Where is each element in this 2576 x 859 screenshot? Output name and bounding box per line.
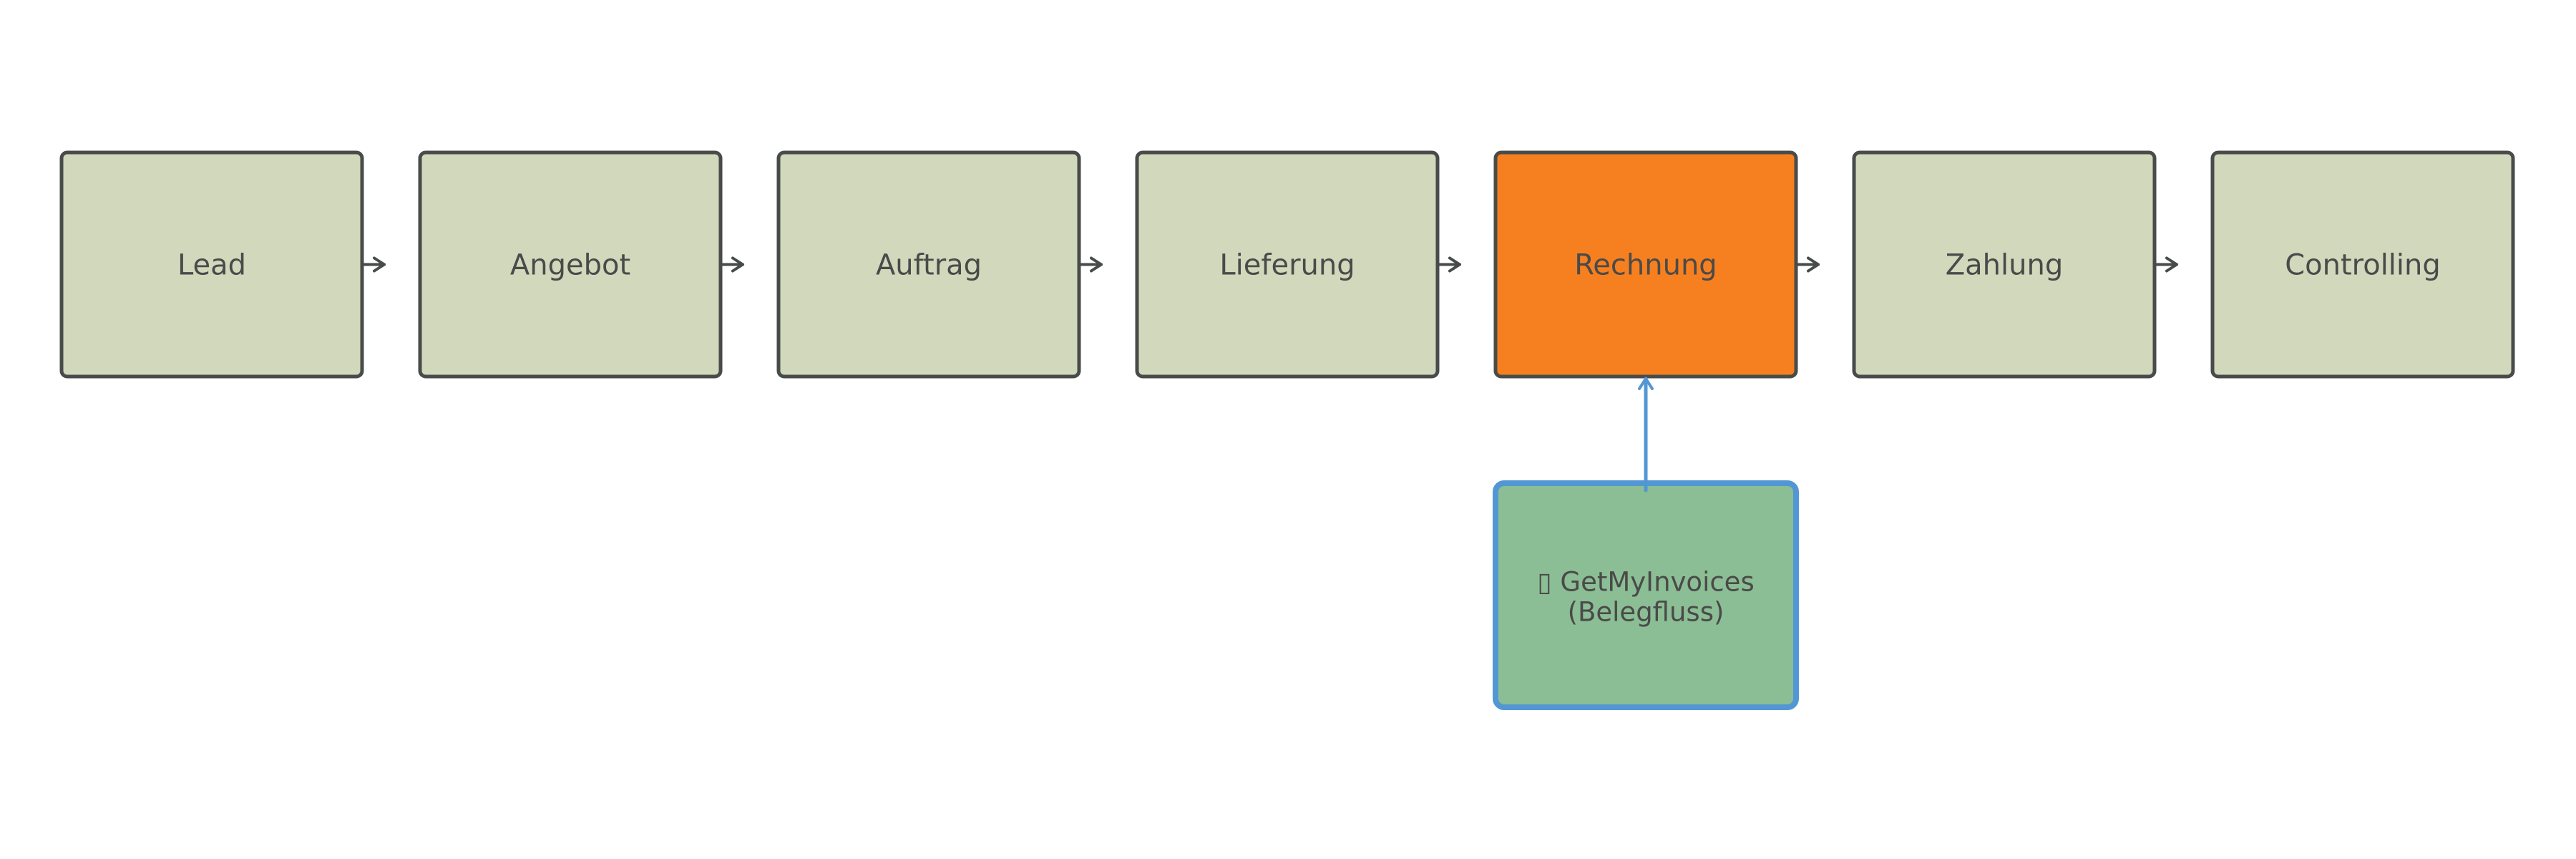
step-lead[interactable]: Lead bbox=[59, 150, 364, 379]
step-box bbox=[418, 150, 723, 379]
step-box bbox=[2210, 150, 2515, 379]
step-label: Lieferung bbox=[1219, 249, 1355, 282]
step-zahlung[interactable]: Zahlung bbox=[1852, 150, 2157, 379]
step-auftrag[interactable]: Auftrag bbox=[776, 150, 1081, 379]
process-steps: Lead Angebot Auftrag Lieferung Rechnung Zahlu… bbox=[59, 150, 2515, 379]
step-label: Auftrag bbox=[876, 249, 982, 282]
step-box bbox=[1135, 150, 1440, 379]
integration-label-line1: ▯ GetMyInvoices bbox=[1537, 567, 1754, 598]
integration-connector bbox=[1638, 377, 1654, 492]
step-box bbox=[776, 150, 1081, 379]
integration-name: GetMyInvoices bbox=[1560, 567, 1754, 598]
connector-arrow bbox=[721, 256, 744, 273]
step-lieferung[interactable]: Lieferung bbox=[1135, 150, 1440, 379]
step-box bbox=[1852, 150, 2157, 379]
step-label: Lead bbox=[177, 249, 246, 282]
step-rechnung[interactable]: Rechnung bbox=[1493, 150, 1798, 379]
step-label: Controlling bbox=[2285, 249, 2441, 282]
step-label: Zahlung bbox=[1946, 249, 2063, 282]
connector-arrow bbox=[363, 256, 386, 273]
arrow-head-icon bbox=[1448, 256, 1461, 273]
step-box bbox=[59, 150, 364, 379]
integration-group: ▯ GetMyInvoices(Belegfluss) bbox=[1493, 480, 1799, 710]
arrow-head-icon bbox=[2165, 256, 2178, 273]
step-controlling[interactable]: Controlling bbox=[2210, 150, 2515, 379]
step-box bbox=[1493, 150, 1798, 379]
arrow-head-icon bbox=[1090, 256, 1103, 273]
step-angebot[interactable]: Angebot bbox=[418, 150, 723, 379]
process-connectors bbox=[363, 256, 2178, 492]
step-label: Angebot bbox=[510, 249, 630, 282]
connector-arrow bbox=[1080, 256, 1103, 273]
arrow-head-up-icon bbox=[1638, 377, 1654, 390]
box-glyph-icon: ▯ bbox=[1537, 567, 1551, 598]
connector-arrow bbox=[2155, 256, 2178, 273]
integration-label-line2: (Belegfluss) bbox=[1568, 597, 1724, 628]
arrow-head-icon bbox=[1807, 256, 1820, 273]
arrow-head-icon bbox=[373, 256, 386, 273]
integration-getmyinvoices[interactable]: ▯ GetMyInvoices(Belegfluss) bbox=[1493, 480, 1799, 710]
connector-arrow bbox=[1797, 256, 1820, 273]
arrow-head-icon bbox=[731, 256, 744, 273]
step-label: Rechnung bbox=[1574, 249, 1717, 282]
connector-arrow bbox=[1438, 256, 1461, 273]
